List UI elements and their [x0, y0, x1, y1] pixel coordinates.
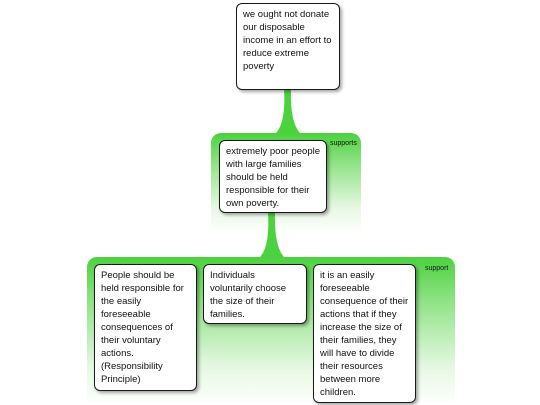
supporting-reason-node[interactable]: extremely poor people with large familie… — [219, 140, 327, 213]
connector-claim-to-supports — [276, 89, 300, 133]
premise-node-foreseeable-consequence[interactable]: it is an easily foreseeable consequence … — [313, 264, 416, 403]
supports-label: supports — [330, 140, 357, 147]
premise-node-voluntary-family-size[interactable]: Individuals voluntarily choose the size … — [203, 264, 307, 324]
connector-node-to-support — [260, 212, 284, 257]
support-label: support — [425, 265, 449, 272]
premise-node-responsibility-principle[interactable]: People should be held responsible for th… — [94, 264, 197, 391]
claim-node[interactable]: we ought not donate our disposable incom… — [236, 3, 340, 90]
